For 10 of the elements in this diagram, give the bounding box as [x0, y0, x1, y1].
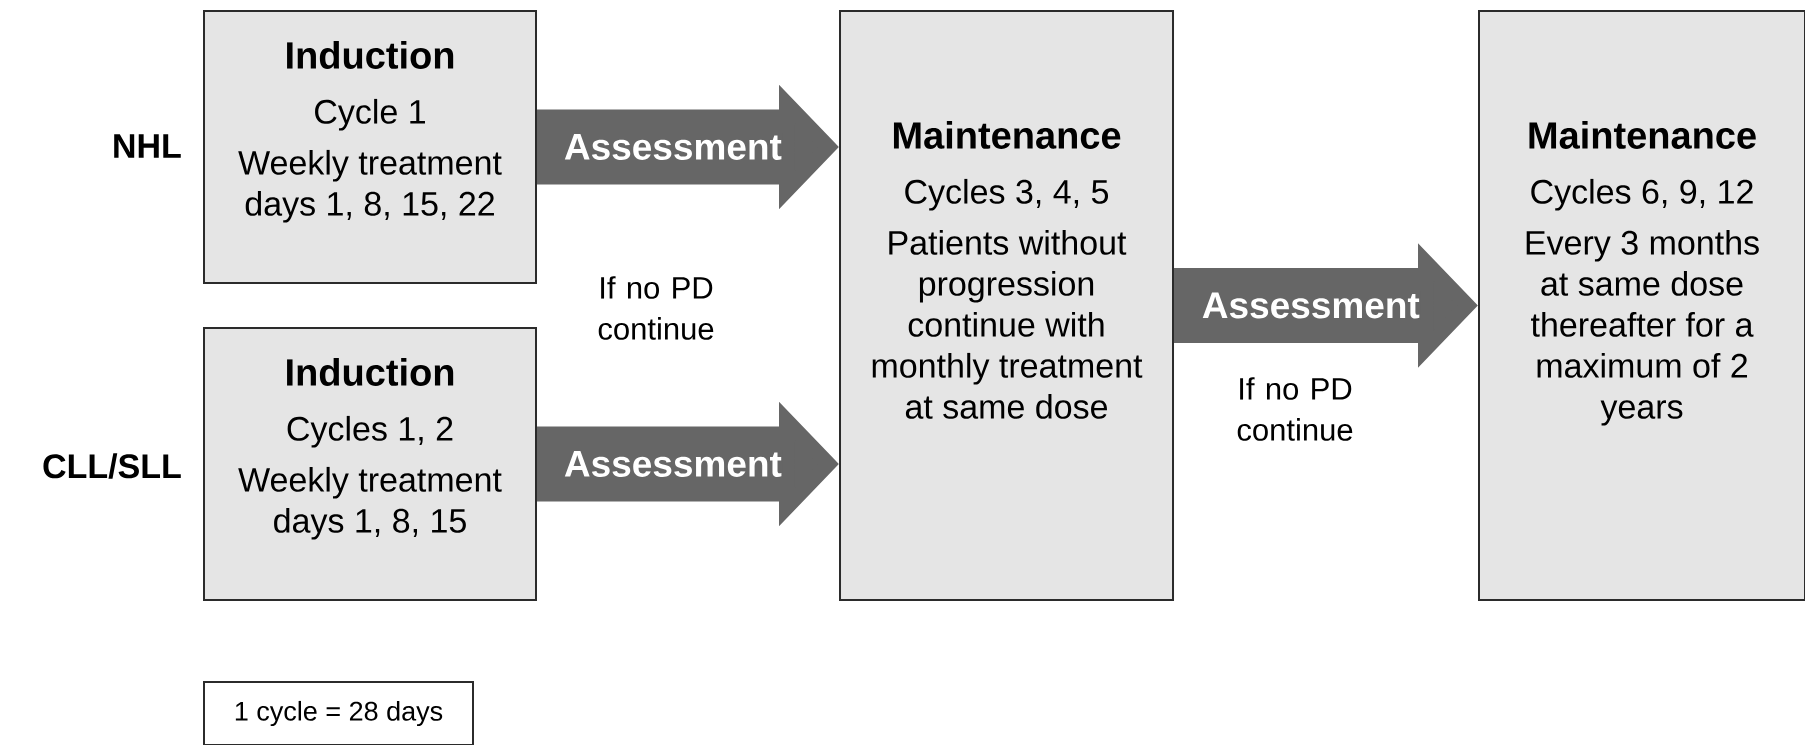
stage-box: Maintenance Cycles 3, 4, 5 Patients without progression continue with monthly treatment at same dose: [839, 10, 1174, 601]
stage-box: Induction Cycles 1, 2 Weekly treatment days 1, 8, 15: [203, 327, 537, 601]
stage-box: Maintenance Cycles 6, 9, 12 Every 3 months at same dose thereafter for a maximum of 2 years: [1478, 10, 1805, 601]
stage-box: Induction Cycle 1 Weekly treatment days 1, 8, 15, 22: [203, 10, 537, 284]
edge-label: Assessment: [562, 133, 783, 161]
condition-text: If no PD continue: [1237, 377, 1353, 441]
edge-label: Assessment: [1200, 291, 1421, 320]
edge-label: Assessment: [562, 450, 783, 478]
note-box: 1 cycle = 28 days: [203, 681, 474, 745]
condition-text: If no PD continue: [598, 276, 714, 340]
